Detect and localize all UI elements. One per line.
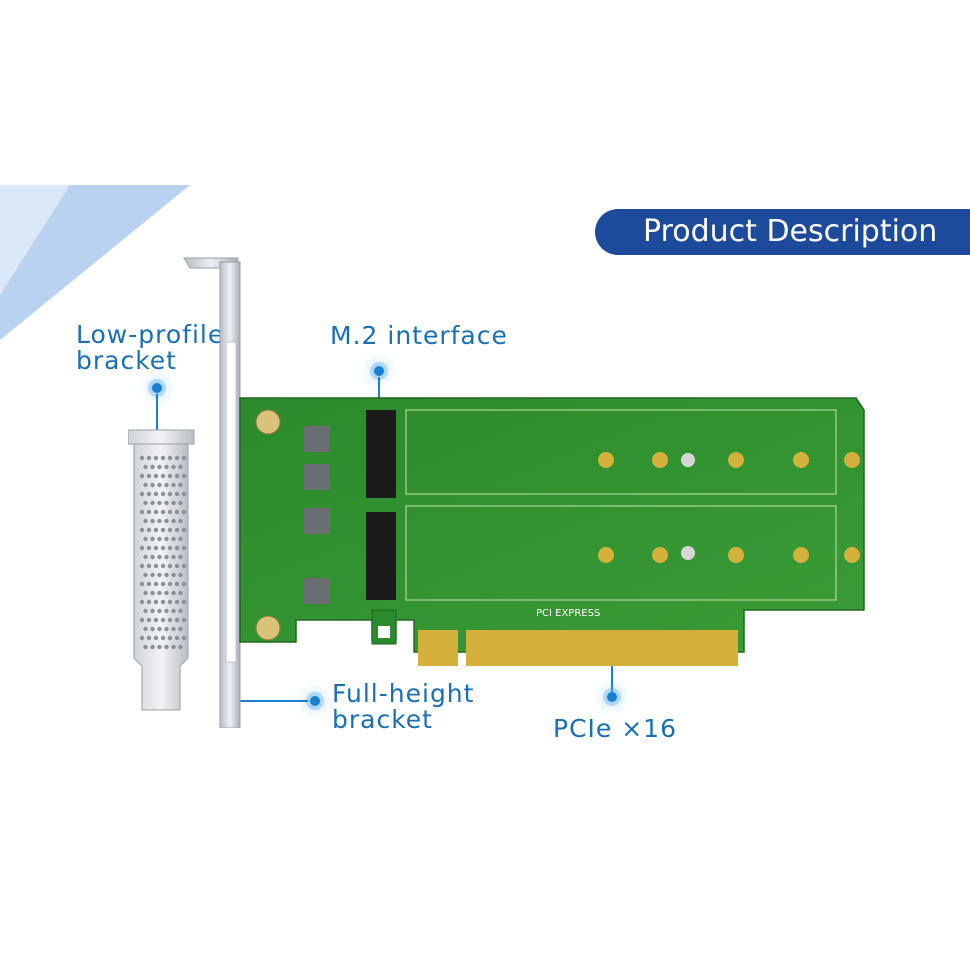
m2-dot [374,366,384,376]
low-profile-dot [152,383,162,393]
badge-text: Product Description [643,214,938,249]
m2-interface-label: M.2 interface [330,321,508,350]
low-profile-label: Low-profile bracket [76,322,224,374]
corner-decoration [0,185,190,340]
pci-express-logo: PCI EXPRESS [536,608,600,619]
full-height-dot [310,696,320,706]
low-profile-leader [156,394,158,440]
full-height-label: Full-height bracket [332,681,474,733]
pcie-label: PCIe ×16 [553,714,677,743]
pcie-dot [607,692,617,702]
full-height-line2: bracket [332,705,433,734]
m2-adapter-card: PCI EXPRESS [239,397,865,666]
pcie-leader [611,660,613,692]
full-height-leader [232,700,308,702]
full-height-bracket [183,257,241,728]
low-profile-line1: Low-profile [76,320,225,349]
product-description-badge: Product Description [595,209,970,255]
full-height-line1: Full-height [332,679,475,708]
low-profile-line2: bracket [76,346,177,375]
low-profile-bracket [128,429,195,711]
